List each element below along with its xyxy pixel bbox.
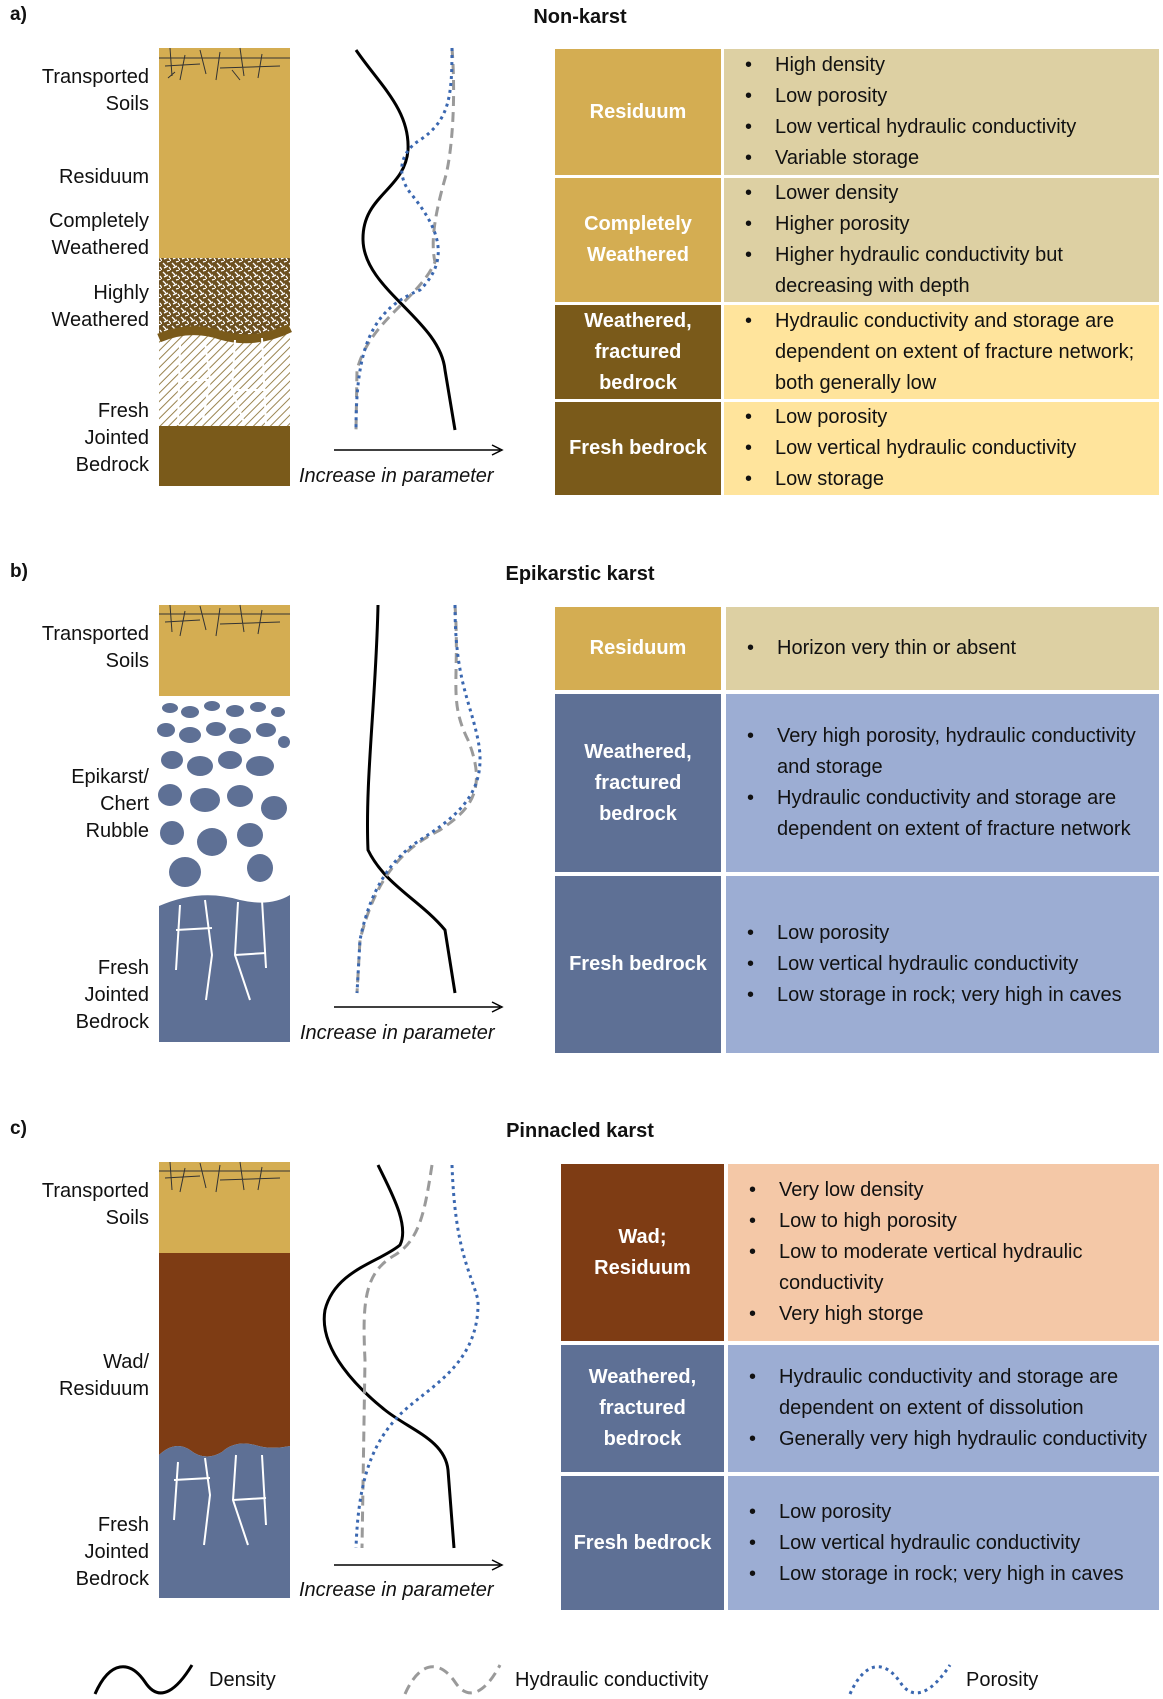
porosity-curve xyxy=(356,48,452,430)
panel-a-title: Non-karst xyxy=(480,6,680,29)
fresh-bedrock-layer xyxy=(159,426,290,486)
list-item: Low porosity xyxy=(777,918,1122,949)
panel-a-label-transported-soils: Transported Soils xyxy=(42,64,149,118)
density-curve xyxy=(324,1165,454,1548)
panel-b-row-residuum-name: Residuum xyxy=(555,607,721,690)
panel-c-curves xyxy=(324,1165,502,1570)
panel-b-letter: b) xyxy=(10,561,28,583)
list-item: Low storage in rock; very high in caves xyxy=(779,1559,1124,1590)
list-item: Low porosity xyxy=(775,402,1076,433)
panel-a-row-completely-weathered-name: Completely Weathered xyxy=(555,178,721,302)
panel-a-label-highly-weathered: Highly Weathered xyxy=(52,280,149,334)
highly-weathered-layer xyxy=(159,258,290,338)
list-item: High density xyxy=(775,50,1076,81)
list-item: Hydraulic conductivity and storage are d… xyxy=(777,783,1159,845)
chert-rubble xyxy=(157,701,290,887)
legend-density-label: Density xyxy=(209,1669,276,1692)
list-item: Low to high porosity xyxy=(779,1206,1159,1237)
panel-a-row-fresh-bedrock-name: Fresh bedrock xyxy=(555,402,721,495)
panel-a-row-weathered-bedrock-name: Weathered, fractured bedrock xyxy=(555,305,721,399)
list-item: Low storage in rock; very high in caves xyxy=(777,980,1122,1011)
density-swatch xyxy=(95,1665,192,1694)
hydraulic-curve xyxy=(356,48,454,430)
hydraulic-curve xyxy=(362,1165,432,1548)
list-item: Low vertical hydraulic conductivity xyxy=(777,949,1122,980)
list-item: Very low density xyxy=(779,1175,1159,1206)
panel-b-label-transported-soils: Transported Soils xyxy=(42,621,149,675)
hydraulic-swatch xyxy=(405,1665,500,1694)
panel-c-label-wad-residuum: Wad/ Residuum xyxy=(59,1349,149,1403)
list-item: Very high porosity, hydraulic conductivi… xyxy=(777,721,1159,783)
list-item: Very high storge xyxy=(779,1299,1159,1330)
panel-a-axis-label: Increase in parameter xyxy=(299,465,494,488)
residuum-layer xyxy=(159,48,290,260)
panel-a-row-fresh-bedrock-desc: Low porosityLow vertical hydraulic condu… xyxy=(724,402,1159,495)
panel-b-label-fresh-bedrock: Fresh Jointed Bedrock xyxy=(76,955,149,1036)
panel-c-row-fresh-bedrock-desc: Low porosityLow vertical hydraulic condu… xyxy=(728,1476,1159,1610)
density-curve xyxy=(356,50,455,430)
panel-a-curves xyxy=(334,48,502,455)
panel-c-letter: c) xyxy=(10,1118,27,1140)
list-item: Low storage xyxy=(775,464,1076,495)
list-item: Low vertical hydraulic conductivity xyxy=(779,1528,1124,1559)
wad-residuum-layer xyxy=(159,1253,290,1457)
density-curve xyxy=(367,605,455,993)
panel-b-title: Epikarstic karst xyxy=(480,563,680,586)
list-item: Hydraulic conductivity and storage are d… xyxy=(775,306,1159,399)
panel-a-row-weathered-bedrock-desc: Hydraulic conductivity and storage are d… xyxy=(724,305,1159,399)
panel-b-row-weathered-bedrock-name: Weathered, fractured bedrock xyxy=(555,694,721,872)
list-item: Low vertical hydraulic conductivity xyxy=(775,433,1076,464)
panel-c-axis-label: Increase in parameter xyxy=(299,1579,494,1602)
list-item: Generally very high hydraulic conductivi… xyxy=(779,1424,1159,1455)
panel-b-row-weathered-bedrock-desc: Very high porosity, hydraulic conductivi… xyxy=(726,694,1159,872)
panel-a-label-fresh-bedrock: Fresh Jointed Bedrock xyxy=(76,398,149,479)
panel-c-soil-column xyxy=(159,1162,290,1598)
panel-a-row-residuum-desc: High densityLow porosityLow vertical hyd… xyxy=(724,49,1159,175)
soil-layer xyxy=(159,1162,290,1255)
panel-b-row-residuum-desc: Horizon very thin or absent xyxy=(726,607,1159,690)
panel-a-label-completely-weathered: Completely Weathered xyxy=(49,208,149,262)
panel-c-label-transported-soils: Transported Soils xyxy=(42,1178,149,1232)
panel-c-row-weathered-bedrock-desc: Hydraulic conductivity and storage are d… xyxy=(728,1345,1159,1472)
panel-c-label-fresh-bedrock: Fresh Jointed Bedrock xyxy=(76,1512,149,1593)
list-item: Low vertical hydraulic conductivity xyxy=(775,112,1076,143)
list-item: Horizon very thin or absent xyxy=(777,633,1016,664)
panel-b-soil-column xyxy=(157,605,290,1042)
list-item: Variable storage xyxy=(775,143,1076,174)
panel-b-curves xyxy=(334,605,502,1012)
list-item: Lower density xyxy=(775,178,1159,209)
soil-layer xyxy=(159,605,290,696)
panel-a-label-residuum: Residuum xyxy=(59,164,149,191)
panel-a-soil-column xyxy=(159,48,290,486)
porosity-swatch xyxy=(850,1665,950,1694)
panel-c-row-fresh-bedrock-name: Fresh bedrock xyxy=(561,1476,724,1610)
legend-porosity-label: Porosity xyxy=(966,1669,1038,1692)
panel-c-row-weathered-bedrock-name: Weathered, fractured bedrock xyxy=(561,1345,724,1472)
list-item: Hydraulic conductivity and storage are d… xyxy=(779,1362,1159,1424)
panel-b-row-fresh-bedrock-name: Fresh bedrock xyxy=(555,876,721,1053)
panel-c-row-wad-residuum-name: Wad; Residuum xyxy=(561,1164,724,1341)
panel-b-label-epikarst: Epikarst/ Chert Rubble xyxy=(71,764,149,845)
panel-a-row-completely-weathered-desc: Lower densityHigher porosityHigher hydra… xyxy=(724,178,1159,302)
list-item: Low to moderate vertical hydraulic condu… xyxy=(779,1237,1159,1299)
panel-c-row-wad-residuum-desc: Very low densityLow to high porosityLow … xyxy=(728,1164,1159,1341)
panel-a-letter: a) xyxy=(10,4,27,26)
list-item: Low porosity xyxy=(775,81,1076,112)
legend-hydraulic-label: Hydraulic conductivity xyxy=(515,1669,708,1692)
porosity-curve xyxy=(356,1165,478,1548)
panel-a-row-residuum-name: Residuum xyxy=(555,49,721,175)
panel-b-axis-label: Increase in parameter xyxy=(300,1022,495,1045)
panel-c-title: Pinnacled karst xyxy=(480,1120,680,1143)
list-item: Higher hydraulic conductivity but decrea… xyxy=(775,240,1159,302)
list-item: Higher porosity xyxy=(775,209,1159,240)
list-item: Low porosity xyxy=(779,1497,1124,1528)
panel-b-row-fresh-bedrock-desc: Low porosityLow vertical hydraulic condu… xyxy=(726,876,1159,1053)
